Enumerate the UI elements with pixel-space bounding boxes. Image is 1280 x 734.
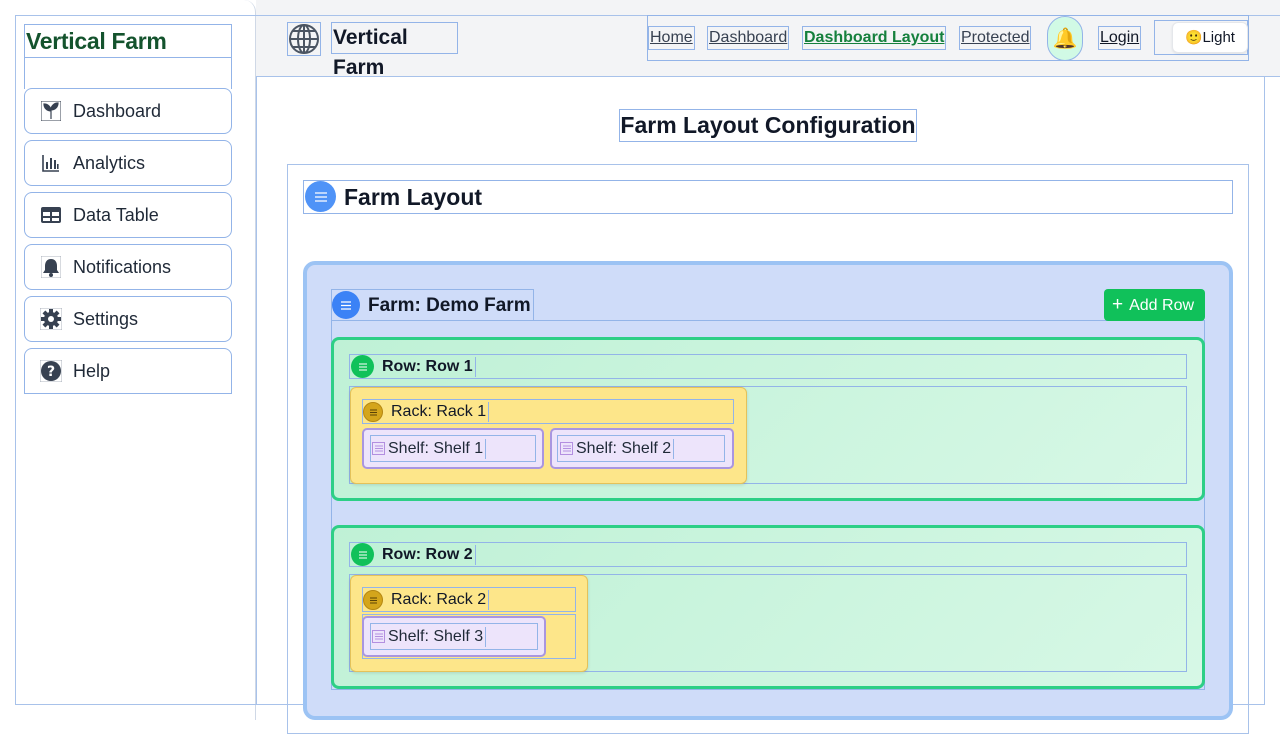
bell-icon <box>40 256 62 278</box>
sidebar-item-label: Notifications <box>73 256 172 277</box>
drag-handle-icon[interactable] <box>560 442 573 455</box>
section-title: Farm Layout <box>344 184 483 210</box>
top-nav <box>647 15 1249 61</box>
drag-handle-icon[interactable] <box>351 543 374 566</box>
drag-handle-icon[interactable] <box>372 442 385 455</box>
gear-icon <box>40 308 62 330</box>
drag-handle-icon[interactable] <box>305 181 336 212</box>
shelf-inner <box>370 623 538 650</box>
shelf-item[interactable] <box>362 616 546 657</box>
row-racks-container <box>349 574 1187 672</box>
sidebar-item-data-table[interactable]: Data Table <box>24 192 232 238</box>
theme-toggle-button[interactable]: 🙂Light <box>1172 22 1248 53</box>
rack-header <box>362 399 734 424</box>
farm-title: Farm: Demo Farm <box>368 295 531 316</box>
sidebar-brand-spacer <box>24 57 232 89</box>
rack-title: Rack: Rack 2 <box>391 590 490 610</box>
row-racks-container <box>349 386 1187 484</box>
shelf-inner <box>557 435 725 462</box>
sidebar-item-settings[interactable]: Settings <box>24 296 232 342</box>
row-header <box>349 354 1187 379</box>
shelf-title: Shelf: Shelf 3 <box>388 627 487 647</box>
sidebar-brand[interactable]: Vertical Farm <box>24 24 232 58</box>
shelf-title: Shelf: Shelf 1 <box>388 439 487 459</box>
sidebar-item-label: Help <box>73 360 111 381</box>
drag-handle-icon[interactable] <box>372 630 385 643</box>
add-row-label: Add Row <box>1129 297 1195 314</box>
shelf-item[interactable] <box>362 428 544 469</box>
rack-header <box>362 587 576 612</box>
sidebar-item-notifications[interactable]: Notifications <box>24 244 232 290</box>
drag-handle-icon[interactable] <box>363 590 383 610</box>
drag-handle-icon[interactable] <box>351 355 374 378</box>
smiley-icon: 🙂 <box>1185 29 1203 45</box>
sidebar-item-dashboard[interactable]: Dashboard <box>24 88 232 134</box>
nav-home[interactable]: Home <box>648 26 695 50</box>
farm-rows-container <box>331 320 1205 690</box>
add-row-button[interactable]: + Add Row <box>1104 289 1205 321</box>
sidebar-item-label: Settings <box>73 308 139 329</box>
farm-header <box>331 289 534 321</box>
seedling-icon <box>40 100 62 122</box>
login-link[interactable]: Login <box>1098 26 1142 50</box>
globe-icon[interactable] <box>287 22 321 56</box>
bar-chart-icon <box>40 152 62 174</box>
sidebar-item-help[interactable]: ? Help <box>24 348 232 394</box>
sidebar-item-analytics[interactable]: Analytics <box>24 140 232 186</box>
row-header <box>349 542 1187 567</box>
sidebar-frame <box>15 15 265 705</box>
page-title: Farm Layout Configuration <box>619 109 917 142</box>
rack-title: Rack: Rack 1 <box>391 402 490 422</box>
sidebar-item-label: Dashboard <box>73 100 162 121</box>
site-title[interactable]: Vertical Farm <box>331 22 458 79</box>
shelf-item[interactable] <box>550 428 734 469</box>
sidebar-nav: Dashboard Analytics Data Table Notificat… <box>24 88 232 394</box>
sidebar-item-label: Analytics <box>73 152 146 173</box>
bell-icon: 🔔 <box>1052 28 1078 50</box>
table-icon <box>40 204 62 226</box>
shelf-inner <box>370 435 536 462</box>
drag-handle-icon[interactable] <box>363 402 383 422</box>
notifications-bell-button[interactable]: 🔔 <box>1047 16 1083 61</box>
drag-handle-icon[interactable] <box>332 291 360 319</box>
section-header <box>303 180 1233 214</box>
question-icon: ? <box>40 360 62 382</box>
row-title: Row: Row 1 <box>382 357 476 377</box>
sidebar-item-label: Data Table <box>73 204 159 225</box>
theme-toggle-label: Light <box>1202 29 1235 46</box>
row-title: Row: Row 2 <box>382 545 476 565</box>
plus-icon: + <box>1112 294 1124 315</box>
nav-dashboard[interactable]: Dashboard <box>707 26 790 50</box>
nav-dashboard-layout[interactable]: Dashboard Layout <box>802 26 947 50</box>
shelf-title: Shelf: Shelf 2 <box>576 439 675 459</box>
nav-protected[interactable]: Protected <box>959 26 1032 50</box>
svg-text:?: ? <box>47 364 55 380</box>
